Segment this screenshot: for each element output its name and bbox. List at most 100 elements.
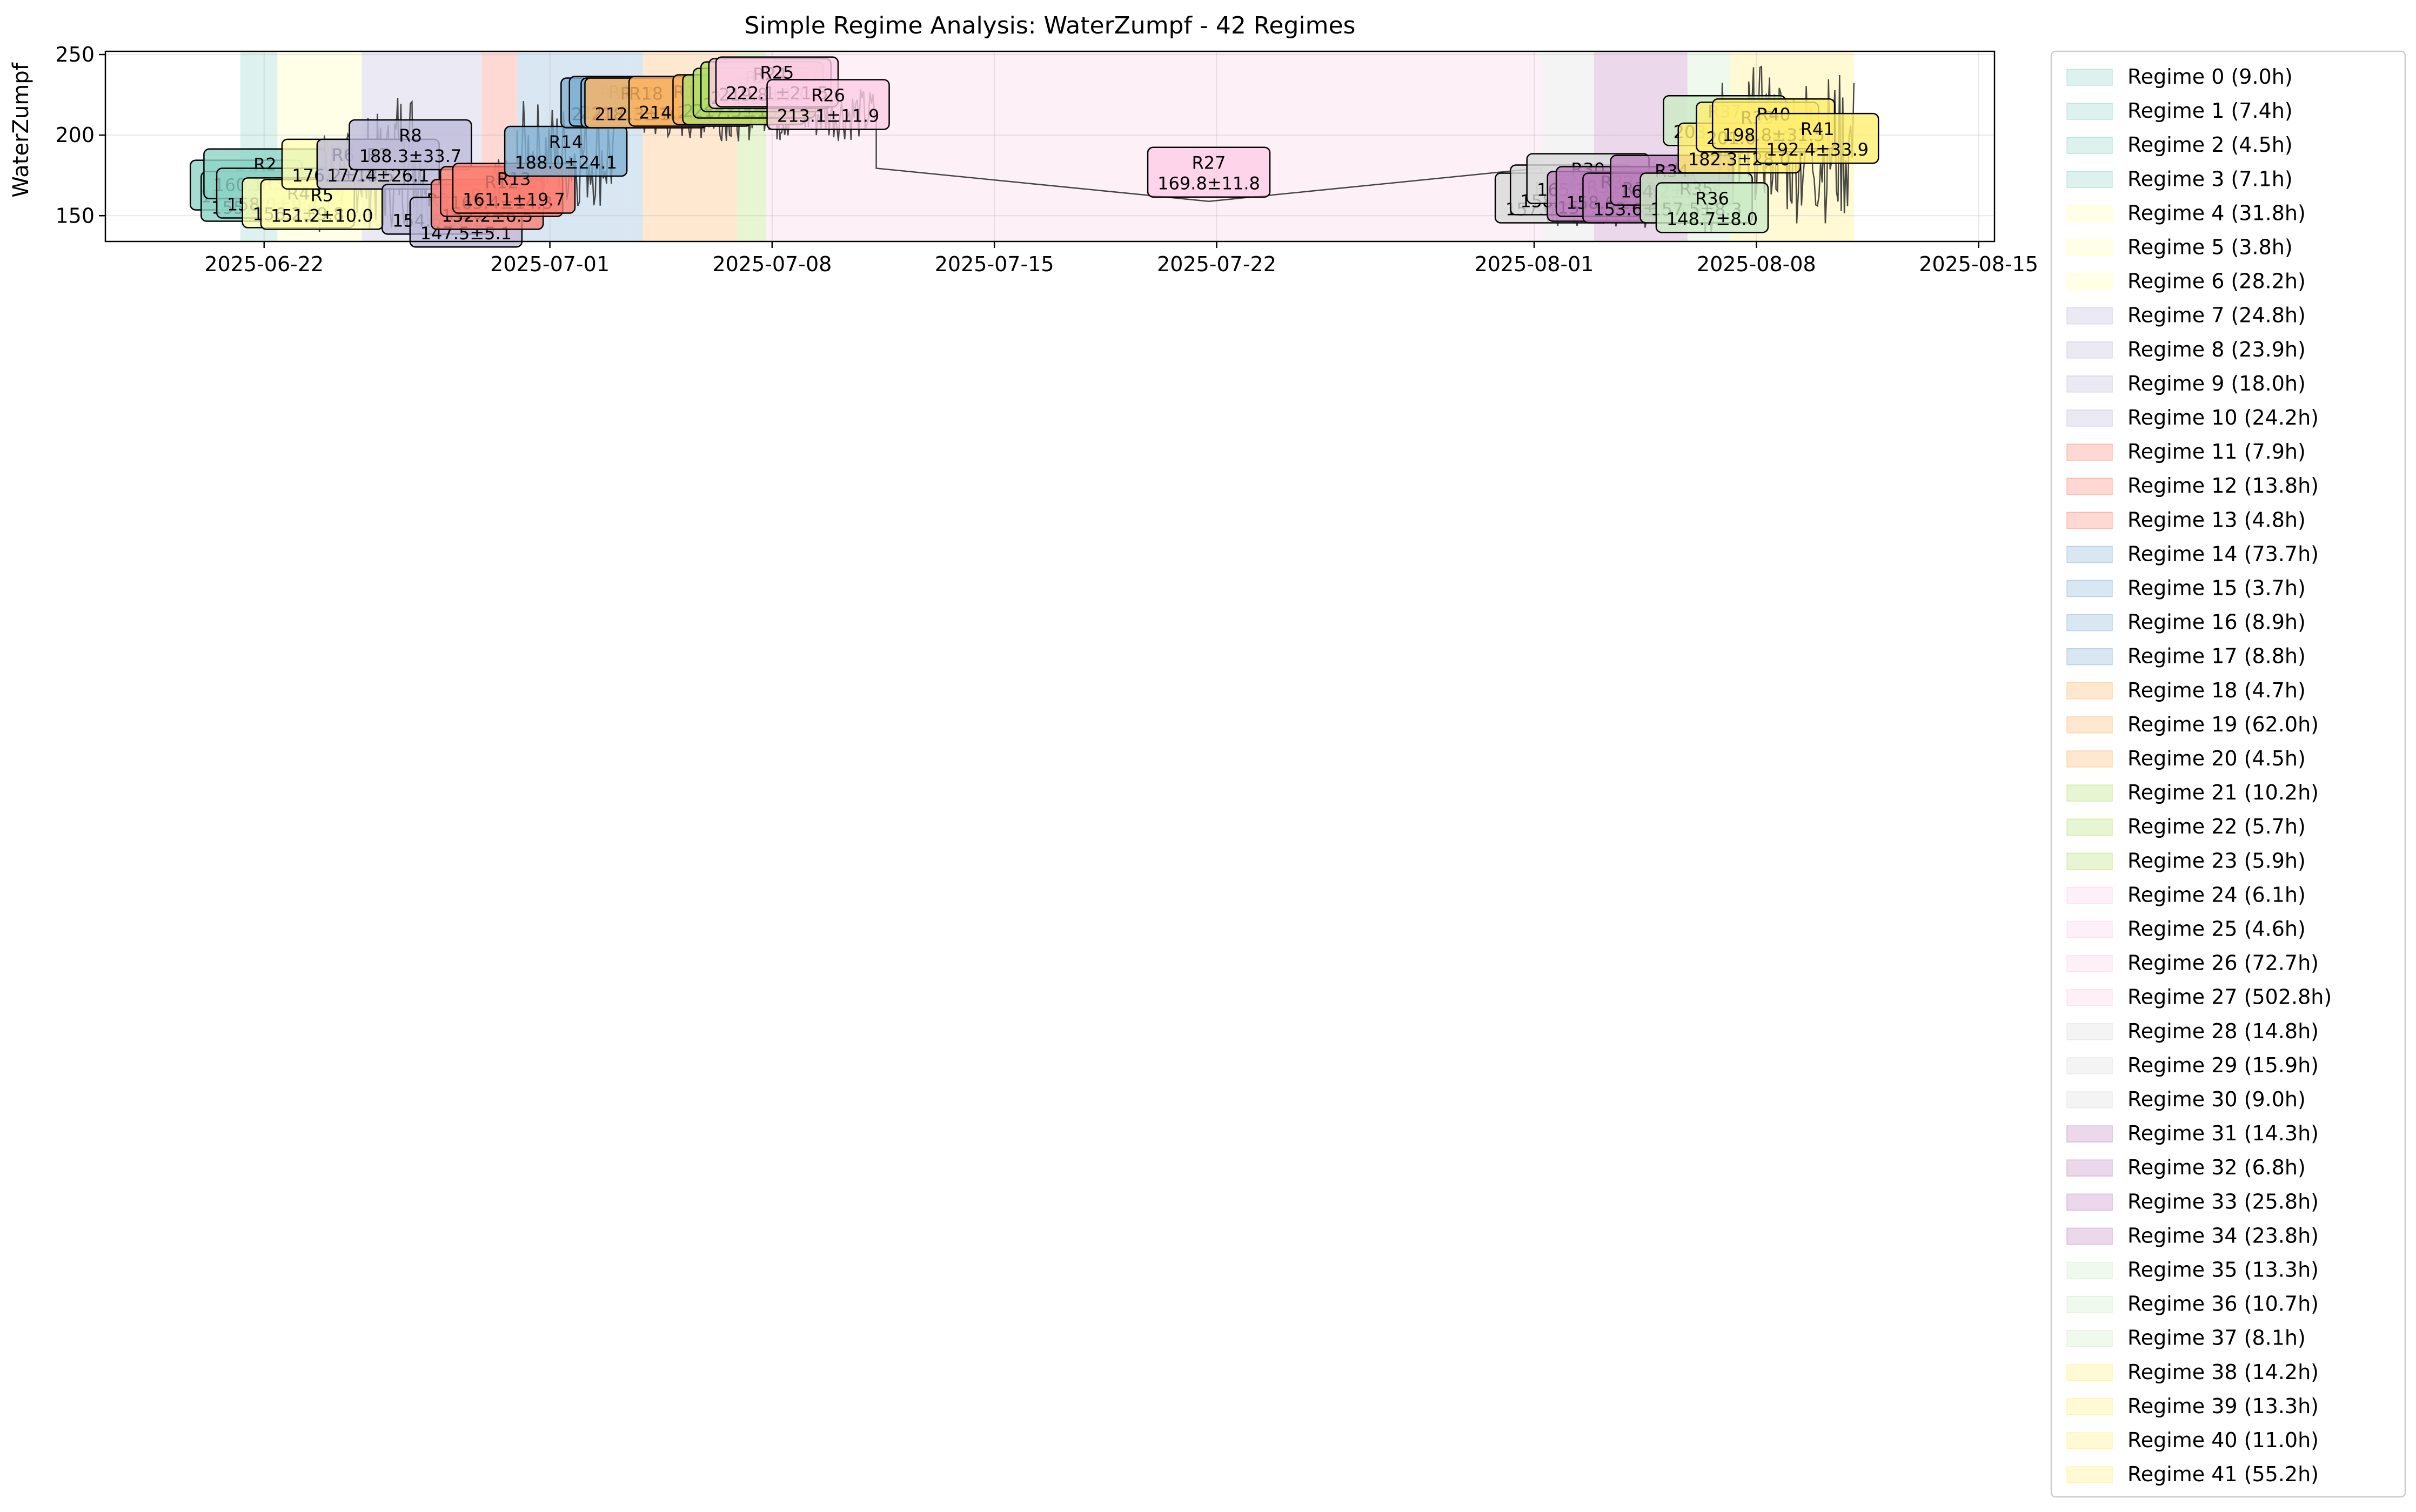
- legend-label: Regime 38 (14.2h): [2127, 1360, 2319, 1384]
- legend-swatch: [2066, 137, 2113, 154]
- regime-band-18: [643, 51, 650, 241]
- y-tick-label-1: 200: [55, 123, 95, 147]
- legend-label: Regime 24 (6.1h): [2127, 883, 2306, 906]
- x-tick-label-1: 2025-07-01: [490, 252, 610, 276]
- legend-entry-13: Regime 13 (4.8h): [2066, 508, 2306, 532]
- chart-title: Simple Regime Analysis: WaterZumpf - 42 …: [745, 12, 1356, 39]
- regime-box-frame: [1147, 146, 1271, 198]
- legend-label: Regime 36 (10.7h): [2127, 1292, 2319, 1316]
- regime-box-id: R26: [811, 85, 845, 105]
- legend-entry-26: Regime 26 (72.7h): [2066, 951, 2319, 975]
- legend-swatch: [2066, 614, 2113, 631]
- regime-box-id: R41: [1801, 119, 1835, 139]
- legend-label: Regime 26 (72.7h): [2127, 951, 2319, 975]
- legend-swatch: [2066, 1261, 2113, 1279]
- legend-label: Regime 32 (6.8h): [2127, 1155, 2306, 1179]
- legend-entry-23: Regime 23 (5.9h): [2066, 849, 2306, 872]
- legend-swatch: [2066, 955, 2113, 972]
- regime-box-frame: [1755, 112, 1879, 164]
- legend-label: Regime 30 (9.0h): [2127, 1087, 2306, 1111]
- legend-entry-31: Regime 31 (14.3h): [2066, 1121, 2319, 1145]
- legend-swatch: [2066, 512, 2113, 529]
- legend-entry-40: Regime 40 (11.0h): [2066, 1428, 2319, 1452]
- legend-label: Regime 3 (7.1h): [2127, 167, 2293, 191]
- legend-entry-35: Regime 35 (13.3h): [2066, 1258, 2319, 1282]
- x-tick-label-7: 2025-08-15: [1919, 252, 2038, 276]
- x-tick-label-5: 2025-08-01: [1475, 252, 1594, 276]
- legend-entry-0: Regime 0 (9.0h): [2066, 65, 2293, 89]
- regime-box-id: R27: [1192, 153, 1226, 173]
- legend-label: Regime 40 (11.0h): [2127, 1428, 2319, 1452]
- legend-entry-29: Regime 29 (15.9h): [2066, 1053, 2319, 1077]
- legend-entry-24: Regime 24 (6.1h): [2066, 883, 2306, 906]
- legend-label: Regime 25 (4.6h): [2127, 917, 2306, 941]
- regime-box-stats: 213.1±11.9: [777, 105, 880, 126]
- legend-entry-21: Regime 21 (10.2h): [2066, 781, 2319, 804]
- x-tick-label-3: 2025-07-15: [935, 252, 1054, 276]
- regime-band-2: [262, 51, 268, 241]
- regime-box-id: R14: [549, 132, 583, 152]
- legend-swatch: [2066, 818, 2113, 836]
- legend-label: Regime 22 (5.7h): [2127, 815, 2306, 838]
- legend-swatch: [2066, 205, 2113, 223]
- legend-label: Regime 20 (4.5h): [2127, 747, 2306, 770]
- y-tick-label-2: 250: [55, 43, 95, 66]
- legend-entry-20: Regime 20 (4.5h): [2066, 747, 2306, 770]
- legend-entry-11: Regime 11 (7.9h): [2066, 440, 2306, 463]
- legend-swatch: [2066, 341, 2113, 359]
- legend-swatch: [2066, 784, 2113, 802]
- legend-swatch: [2066, 375, 2113, 393]
- legend-label: Regime 15 (3.7h): [2127, 576, 2306, 600]
- legend-label: Regime 19 (62.0h): [2127, 713, 2319, 736]
- regime-box-stats: 188.0±24.1: [514, 152, 617, 173]
- regime-box-id: R8: [399, 125, 422, 146]
- legend-label: Regime 33 (25.8h): [2127, 1190, 2319, 1213]
- legend-entry-1: Regime 1 (7.4h): [2066, 99, 2293, 123]
- legend-swatch: [2066, 103, 2113, 120]
- legend-label: Regime 0 (9.0h): [2127, 65, 2293, 89]
- legend-label: Regime 34 (23.8h): [2127, 1224, 2319, 1247]
- legend-swatch: [2066, 307, 2113, 325]
- legend-swatch: [2066, 1227, 2113, 1245]
- regime-box-frame: [766, 79, 890, 130]
- legend-swatch: [2066, 1398, 2113, 1415]
- legend-entry-17: Regime 17 (8.8h): [2066, 644, 2306, 668]
- legend-swatch: [2066, 1057, 2113, 1074]
- legend-swatch: [2066, 1466, 2113, 1483]
- legend-entry-6: Regime 6 (28.2h): [2066, 270, 2306, 293]
- legend-label: Regime 7 (24.8h): [2127, 304, 2306, 327]
- plot-frame: [104, 50, 1996, 243]
- legend-label: Regime 1 (7.4h): [2127, 99, 2293, 123]
- legend-swatch: [2066, 750, 2113, 768]
- legend-entry-2: Regime 2 (4.5h): [2066, 133, 2293, 157]
- legend-entry-39: Regime 39 (13.3h): [2066, 1394, 2319, 1418]
- legend-entry-27: Regime 27 (502.8h): [2066, 985, 2332, 1009]
- legend-swatch: [2066, 1329, 2113, 1347]
- legend-entry-38: Regime 38 (14.2h): [2066, 1360, 2319, 1384]
- legend-label: Regime 6 (28.2h): [2127, 270, 2306, 293]
- legend-entry-41: Regime 41 (55.2h): [2066, 1462, 2319, 1486]
- legend-frame: [2050, 50, 2406, 1498]
- legend-swatch: [2066, 1023, 2113, 1040]
- legend-label: Regime 5 (3.8h): [2127, 236, 2293, 259]
- legend-entry-18: Regime 18 (4.7h): [2066, 678, 2306, 702]
- regime-box-frame: [349, 119, 472, 171]
- legend-swatch: [2066, 239, 2113, 257]
- regime-box-stats: 148.7±8.0: [1667, 209, 1758, 229]
- legend-label: Regime 18 (4.7h): [2127, 678, 2306, 702]
- legend-label: Regime 21 (10.2h): [2127, 781, 2319, 804]
- legend-label: Regime 37 (8.1h): [2127, 1326, 2306, 1350]
- legend-entry-5: Regime 5 (3.8h): [2066, 236, 2293, 259]
- legend-swatch: [2066, 171, 2113, 189]
- legend-entry-9: Regime 9 (18.0h): [2066, 372, 2306, 395]
- legend-swatch: [2066, 852, 2113, 870]
- legend-swatch: [2066, 920, 2113, 938]
- regime-box-stats: 169.8±11.8: [1157, 173, 1260, 194]
- legend-label: Regime 27 (502.8h): [2127, 985, 2332, 1009]
- legend-swatch: [2066, 546, 2113, 563]
